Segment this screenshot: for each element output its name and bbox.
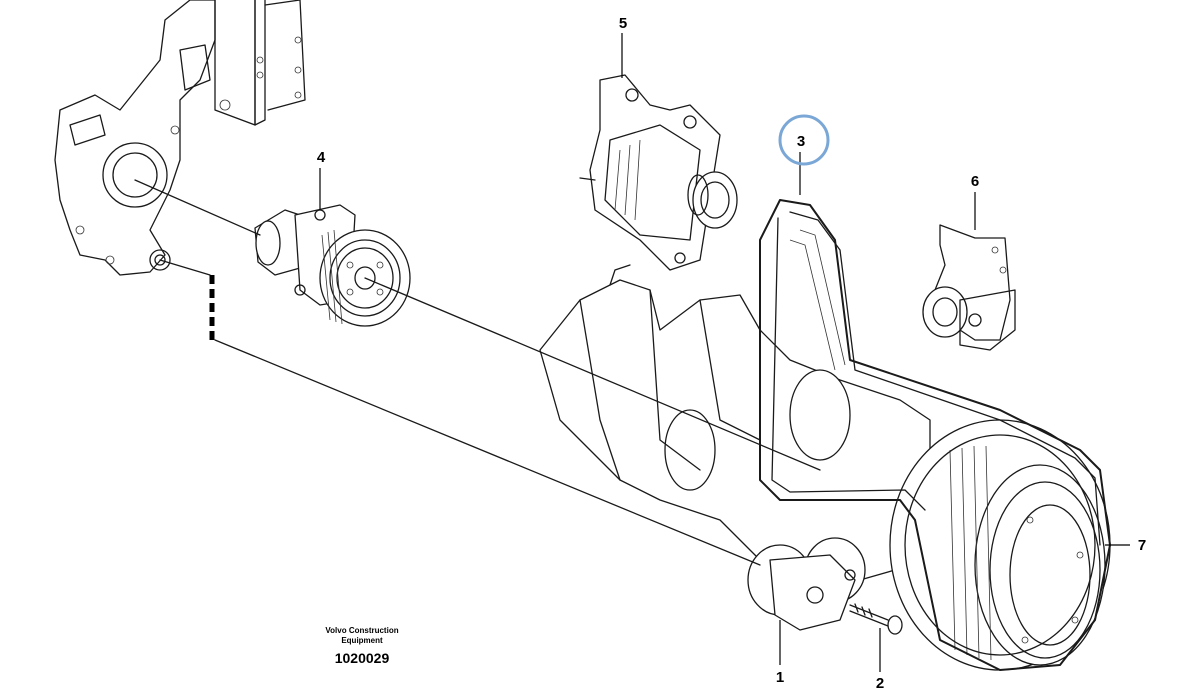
crankshaft-pulley-part (889, 419, 1111, 671)
assembly-guide-lines (134, 179, 821, 566)
caption-drawing-number: 1020029 (335, 650, 390, 666)
crankshaft-part (539, 264, 931, 581)
callout-2[interactable]: 2 (876, 675, 884, 691)
callout-7[interactable]: 7 (1138, 537, 1146, 554)
bolt-part (849, 603, 903, 635)
idler-pulley-part (747, 537, 866, 631)
caption-company-line2: Equipment (341, 636, 383, 645)
callout-3[interactable]: 3 (797, 133, 805, 150)
water-pump-part (254, 204, 411, 327)
callout-highlight-ring (778, 114, 830, 166)
belt-tensioner-bracket-part (922, 224, 1016, 351)
callout-4[interactable]: 4 (317, 149, 326, 166)
caption-company-line1: Volvo Construction (325, 626, 398, 635)
engine-housing-part (54, 0, 306, 276)
alternator-part (579, 74, 738, 271)
callout-6[interactable]: 6 (971, 173, 979, 190)
callout-leaders (319, 33, 1130, 672)
callout-1[interactable]: 1 (776, 669, 784, 686)
callout-5[interactable]: 5 (619, 15, 627, 32)
drive-belt-part (759, 199, 1111, 671)
